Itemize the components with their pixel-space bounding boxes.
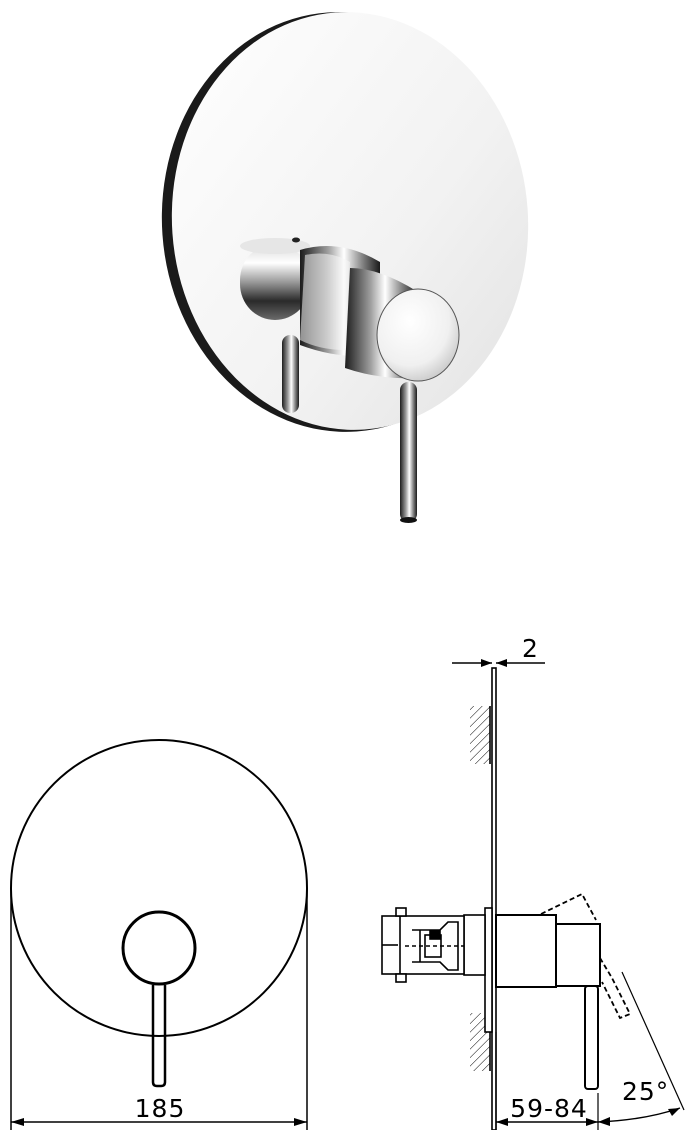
front-handle-outline	[121, 910, 197, 986]
side-handle-cap	[555, 923, 601, 987]
side-plate-outline	[491, 667, 497, 1130]
cover-plate	[171, 12, 529, 430]
width-dimension-label: 185	[135, 1094, 186, 1123]
handle-lever	[400, 382, 417, 522]
front-view	[10, 739, 308, 1130]
lever-rotated-position	[540, 892, 632, 1020]
side-view	[381, 659, 685, 1130]
side-lever	[584, 985, 599, 1090]
wall-hatch-top	[470, 706, 490, 764]
lever-angle-label: 25°	[622, 1077, 669, 1106]
front-lever-outline	[151, 985, 167, 1088]
angle-arc	[597, 1107, 681, 1123]
mixer-body	[240, 237, 460, 382]
handle-cap	[376, 288, 460, 382]
side-handle-body	[495, 914, 557, 988]
front-plate-outline	[10, 739, 308, 1037]
rear-lever	[282, 335, 299, 413]
plate-thickness-label: 2	[522, 634, 539, 663]
product-render	[161, 12, 529, 523]
depth-range-label: 59-84	[510, 1094, 588, 1123]
